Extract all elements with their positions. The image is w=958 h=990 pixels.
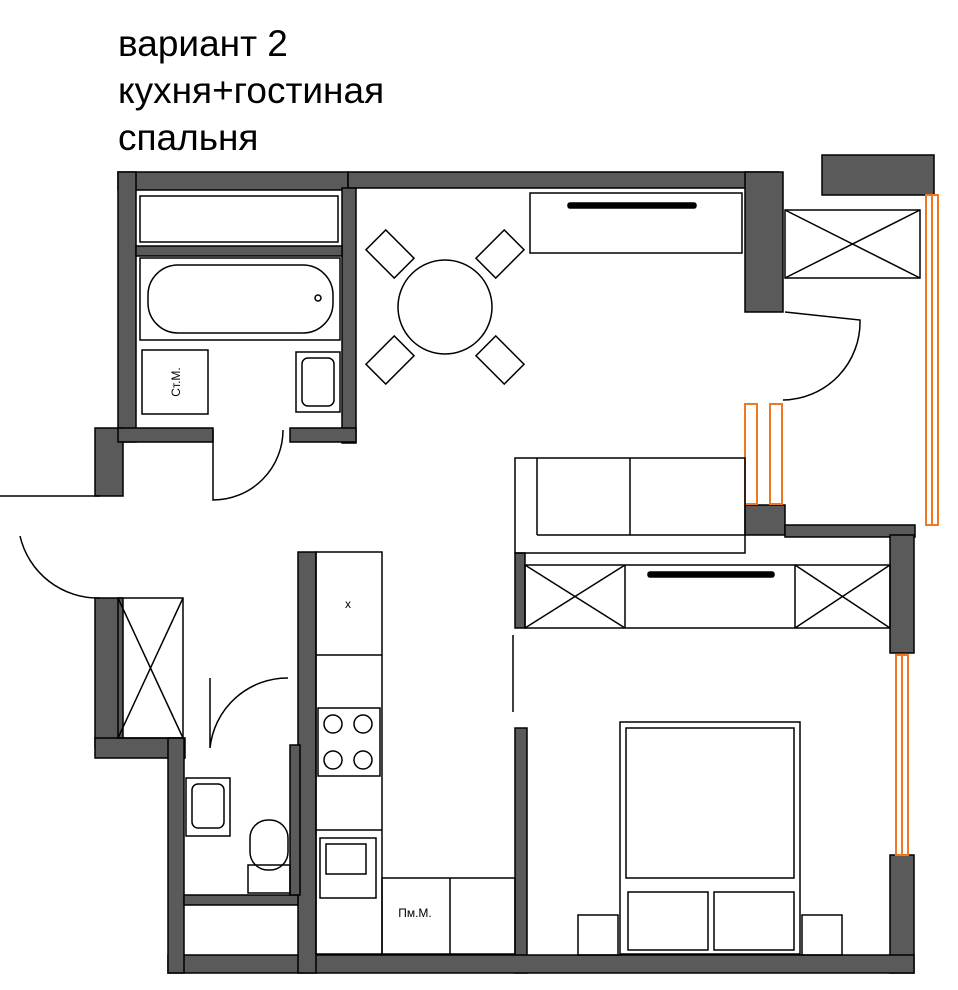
windows (744, 194, 939, 856)
wall-top-left (117, 171, 349, 191)
wall-mid-right (744, 504, 786, 536)
balcony-door-swing (782, 311, 861, 401)
wall-bath-bottom-left (117, 427, 214, 443)
toilet-sink-bowl (191, 783, 225, 829)
living-cabinet-handle (567, 202, 697, 209)
toilet-tank (247, 864, 291, 894)
burner-icon (353, 714, 373, 734)
wall-balcony-top (821, 154, 935, 196)
toilet-bowl (249, 819, 289, 871)
kitchen-sink-bowl (325, 843, 367, 875)
chair-se (474, 334, 526, 386)
bath-sink (295, 351, 341, 413)
chair-ne (474, 228, 526, 280)
hob (317, 707, 381, 777)
wardrobe-handle (647, 571, 775, 578)
wall-balcony-bottom (784, 524, 916, 538)
bath-door-swing (212, 429, 284, 501)
wall-toilet-left (167, 737, 185, 974)
wall-bottom (167, 954, 915, 974)
label-washing-machine: Ст.М. (169, 367, 183, 397)
wall-column-right (744, 171, 784, 313)
burner-icon (323, 714, 343, 734)
furniture (0, 192, 921, 956)
chair-nw (364, 228, 416, 280)
title-rooms-1: кухня+гостиная (118, 70, 385, 111)
bathtub (139, 257, 341, 341)
balcony-cabinet (784, 209, 921, 279)
wall-right-lower (889, 854, 915, 974)
wall-bath-shelf-divider (135, 245, 343, 257)
living-cabinet (529, 192, 743, 254)
title-rooms-2: спальня (118, 117, 259, 158)
washing-machine (141, 349, 209, 415)
entrance-door-swing (19, 535, 101, 599)
wall-hall-left (94, 597, 124, 749)
pillow-right (713, 891, 795, 951)
pillow-left (627, 891, 709, 951)
round-table (397, 259, 493, 355)
labels: Ст.М. x Пм.М. (169, 367, 432, 920)
burner-icon (353, 750, 373, 770)
burner-icon (323, 750, 343, 770)
wall-bath-bottom-right (289, 427, 357, 443)
nightstand-right (801, 914, 843, 956)
bedroom-wardrobe (524, 564, 891, 629)
title-variant: вариант 2 (118, 23, 288, 64)
wall-left-bath (117, 171, 137, 443)
wall-top-center (347, 171, 779, 189)
wall-bed-partition-top (514, 552, 526, 629)
nightstand-left (577, 914, 619, 956)
label-fridge: x (345, 597, 351, 611)
wall-toilet-right (289, 744, 301, 896)
chair-sw (364, 334, 416, 386)
toilet-sink (185, 777, 231, 837)
bath-sink-bowl (301, 357, 335, 407)
bed-blanket (625, 727, 795, 879)
window-balcony-door-right (769, 403, 783, 505)
wall-right-upper (889, 534, 915, 654)
wall-toilet-shelf (183, 894, 299, 906)
plan-title: вариант 2 кухня+гостиная спальня (118, 20, 384, 161)
double-bed (619, 721, 801, 955)
wall-bath-right (341, 187, 357, 444)
kitchen-sink (319, 837, 377, 899)
toilet-door-swing (209, 677, 289, 749)
lower-cabinets (381, 877, 516, 955)
window-balcony-door-left (744, 403, 758, 505)
bath-shelf (139, 195, 339, 243)
bath-drain-icon (314, 294, 322, 302)
hall-wardrobe (117, 597, 184, 739)
label-dishwasher: Пм.М. (398, 906, 432, 920)
wall-bed-left (514, 727, 528, 974)
kitchen-counter (315, 551, 383, 955)
bathtub-inner (147, 264, 334, 334)
walls (94, 154, 935, 974)
